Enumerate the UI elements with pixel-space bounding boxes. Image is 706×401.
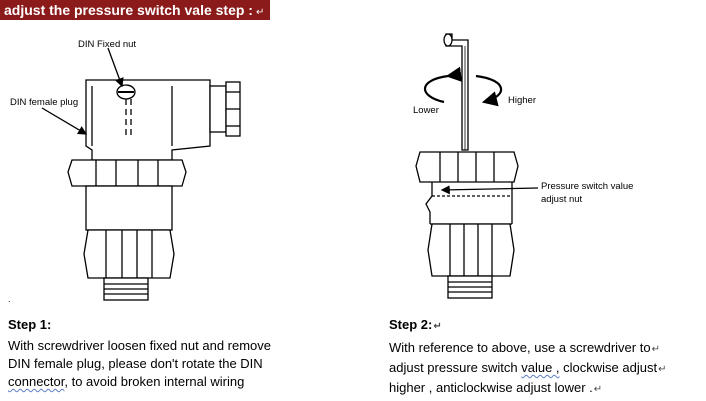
adjust-upper-hex-nut — [415, 151, 519, 183]
label-adjust-nut-line2: adjust nut — [541, 194, 583, 205]
step1-line3-rest: , to avoid broken internal wiring — [64, 374, 245, 389]
label-din-female-plug: DIN female plug — [10, 97, 78, 108]
step2-line2-value: value , — [521, 360, 560, 375]
rotate-lower-arrow-icon — [423, 66, 463, 104]
rotate-higher-arrow-icon — [475, 74, 503, 107]
step2-line3-text: higher , anticlockwise adjust lower . — [389, 380, 593, 395]
title-text: adjust the pressure switch vale step : — [4, 2, 253, 18]
step1-line3-connector: connector — [8, 374, 65, 389]
label-lower: Lower — [413, 105, 439, 116]
page-title: adjust the pressure switch vale step :↵ — [0, 0, 271, 20]
switch-body — [85, 185, 173, 231]
step2-line3: higher , anticlockwise adjust lower .↵ — [389, 379, 701, 399]
return-mark-icon: ↵ — [255, 7, 265, 18]
step2-line2: adjust pressure switch value , clockwise… — [389, 359, 701, 379]
leader-din-female-plug — [41, 107, 88, 135]
return-mark-icon: ↵ — [658, 364, 667, 375]
step1-line2: DIN female plug, please don't rotate the… — [8, 356, 263, 371]
return-mark-icon: ↵ — [593, 384, 603, 395]
return-mark-icon: ↵ — [651, 344, 660, 355]
step2-line2-c: clockwise adjust — [559, 360, 658, 375]
step1-heading: Step 1: — [8, 317, 52, 332]
step2-heading: Step 2:↵ — [389, 316, 701, 336]
leader-adjust-nut — [440, 185, 539, 195]
label-din-fixed-nut: DIN Fixed nut — [78, 39, 136, 50]
label-higher: Higher — [508, 95, 536, 106]
upper-hex-nut — [67, 159, 187, 187]
thread-port — [103, 277, 149, 301]
step2-line2-a: adjust pressure switch — [389, 360, 522, 375]
left-diagram — [41, 47, 241, 301]
step2-line1-text: With reference to above, use a screwdriv… — [389, 340, 651, 355]
din-plug-body — [85, 79, 211, 161]
step1-line3: connector, to avoid broken internal wiri… — [8, 373, 348, 391]
right-diagram — [415, 33, 539, 299]
adjust-thread-port — [447, 275, 493, 299]
figure-canvas: DIN Fixed nut DIN female plug — [10, 33, 633, 301]
step1-line1: With screwdriver loosen fixed nut and re… — [8, 338, 272, 353]
adjust-lower-hex — [427, 223, 515, 277]
step2-block: Step 2:↵ With reference to above, use a … — [389, 316, 701, 399]
stray-mark: . — [8, 294, 11, 304]
step2-line1: With reference to above, use a screwdriv… — [389, 339, 701, 359]
label-adjust-nut-line1: Pressure switch value — [541, 181, 633, 192]
return-mark-icon: ↵ — [433, 321, 442, 332]
leader-din-fixed-nut — [107, 47, 124, 88]
step1-block: Step 1: With screwdriver loosen fixed nu… — [8, 316, 348, 391]
lower-hex — [83, 229, 175, 279]
step2-heading-text: Step 2: — [389, 317, 433, 332]
cable-gland — [209, 81, 241, 137]
hex-key-icon — [443, 33, 469, 151]
din-fixed-nut-screw — [116, 84, 136, 135]
